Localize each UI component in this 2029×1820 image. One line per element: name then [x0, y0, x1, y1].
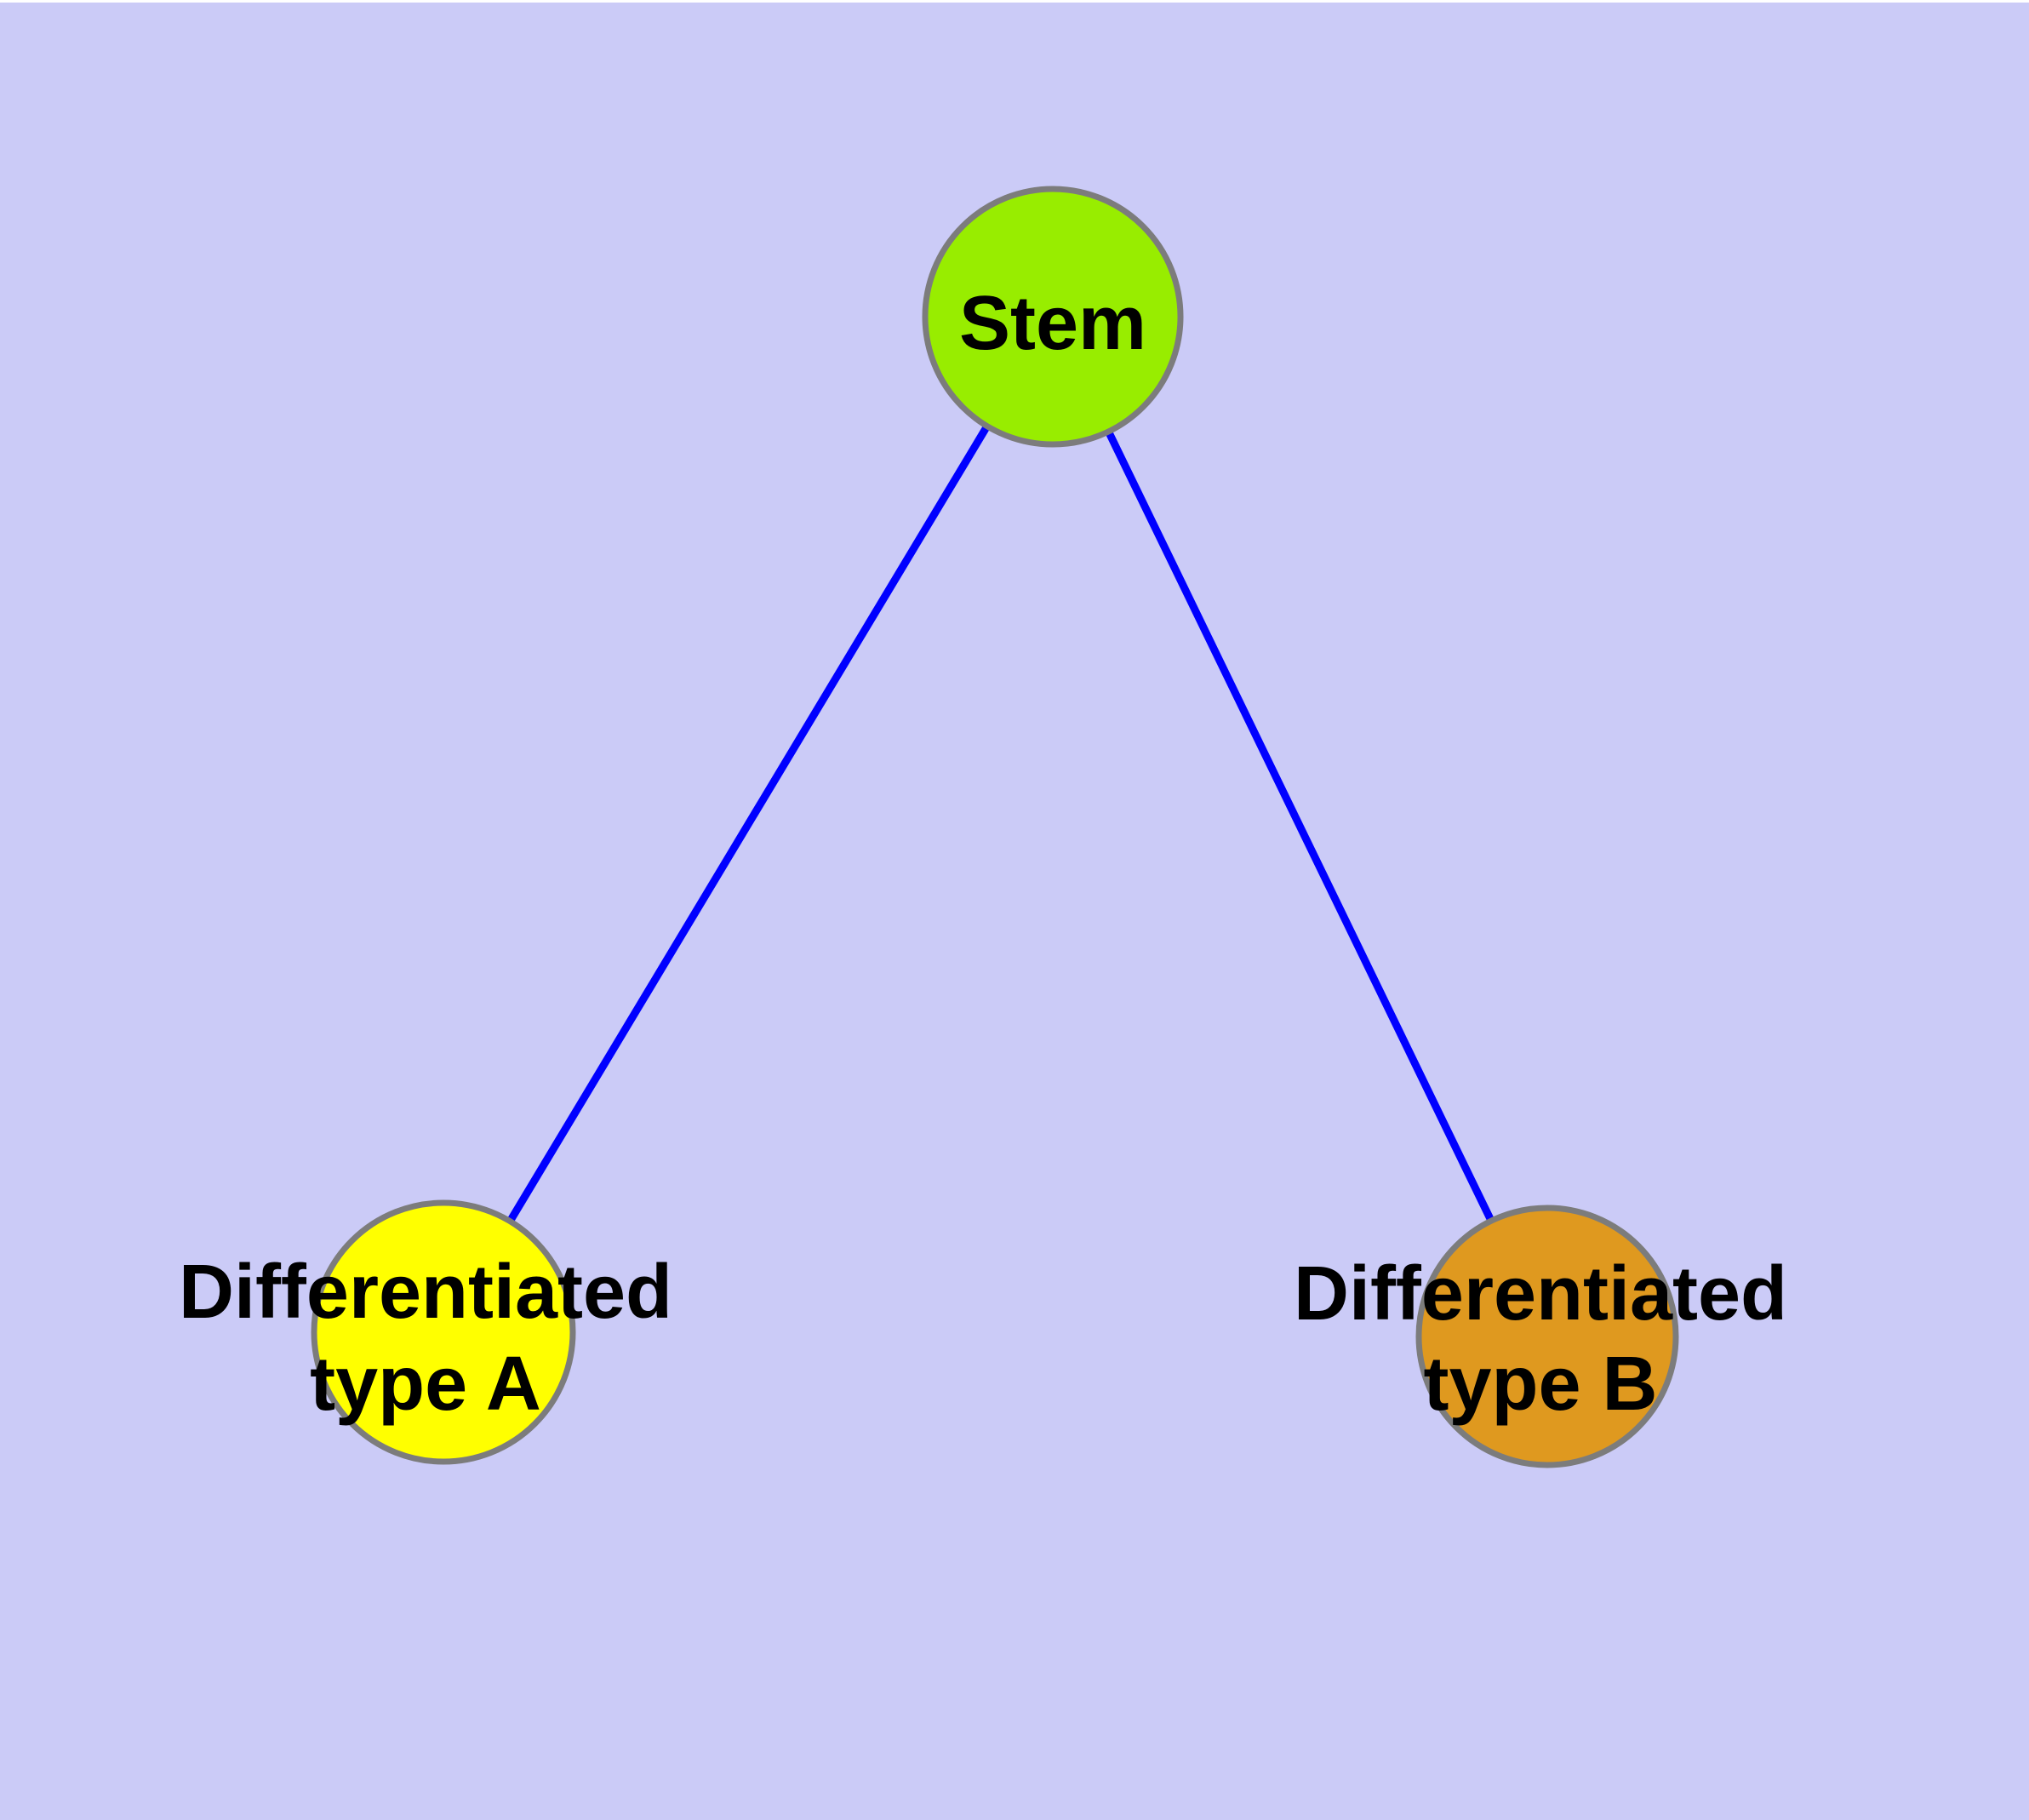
node-type-b-circle — [1415, 1205, 1679, 1468]
node-stem-circle — [922, 186, 1184, 448]
node-type-a-label-line1: Differentiated — [179, 1250, 672, 1335]
node-type-a-label-line2: type A — [310, 1342, 541, 1427]
node-type-b-label-line1: Differentiated — [1294, 1251, 1787, 1336]
node-type-b-label-line2: type B — [1423, 1342, 1657, 1427]
edge-stem-to-type-a — [440, 314, 1056, 1335]
edge-stem-to-type-b — [1049, 315, 1552, 1338]
top-edge-highlight — [0, 0, 2029, 3]
node-stem-label: Stem — [959, 281, 1146, 366]
node-type-a-circle — [311, 1199, 576, 1465]
